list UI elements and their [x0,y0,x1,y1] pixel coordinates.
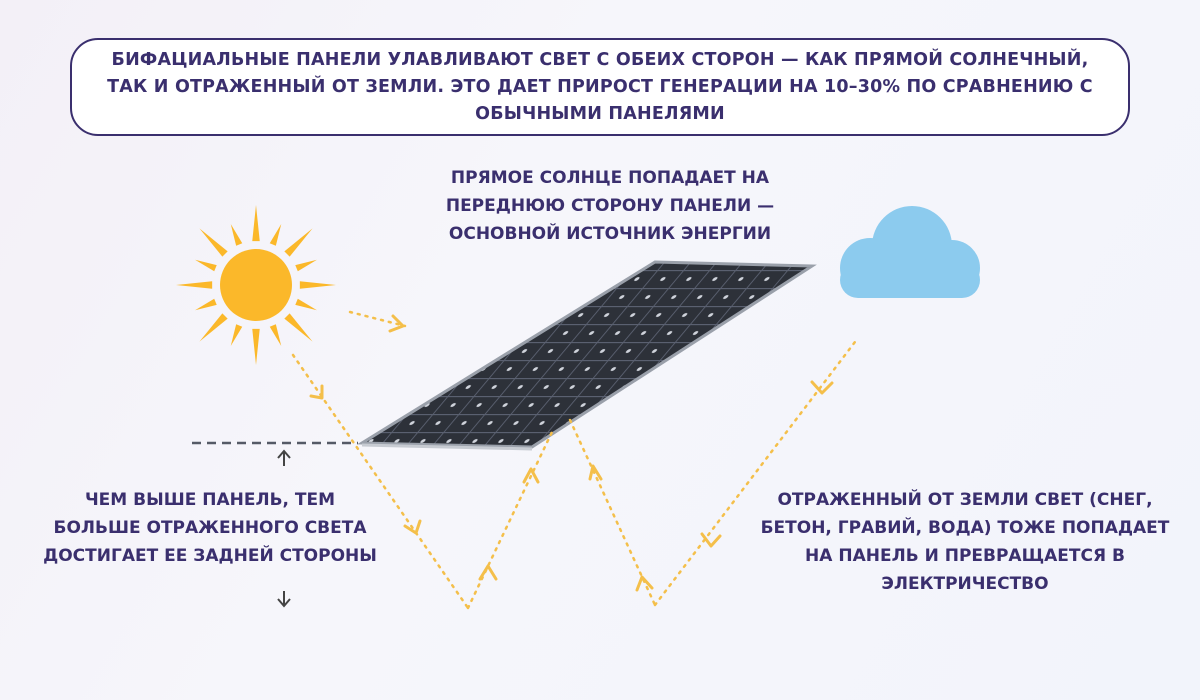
sun-ray [295,259,317,272]
arrow-down-icon [277,591,291,608]
ray-arrow-up [522,467,540,484]
ray-arrow-up [588,464,603,481]
sun-ray [176,281,213,289]
sun-ray [199,228,228,257]
ray-arrow-down [700,532,722,548]
ground-reflection-label: ОТРАЖЕННЫЙ ОТ ЗЕМЛИ СВЕТ (СНЕГ, БЕТОН, Г… [760,490,1170,594]
sun-ray [195,298,217,311]
ray-arrow-up [635,575,654,592]
sun-ray [199,313,228,342]
cloud-icon [840,206,980,298]
info-banner: БИФАЦИАЛЬНЫЕ ПАНЕЛИ УЛАВЛИВАЮТ СВЕТ С ОБ… [70,38,1130,136]
sun-ray [230,324,243,346]
sun-ray [252,328,260,365]
panel-height-label: ЧЕМ ВЫШЕ ПАНЕЛЬ, ТЕМ БОЛЬШЕ ОТРАЖЕННОГО … [43,490,377,566]
sun-ray [195,259,217,272]
sun-ray [284,228,313,257]
arrow-up-icon [277,449,291,466]
ray-arrow-up [478,564,498,581]
sun-ray [230,224,243,246]
sun-ray [284,313,313,342]
sun-ray [252,205,260,242]
ray-arrow-down [403,519,422,535]
ray-arrow-direct [388,314,405,333]
sun-ray [269,224,282,246]
solar-panel-icon [356,260,817,451]
sun-icon [176,205,336,365]
ray-arrow-down [810,380,834,395]
sun-ray [299,281,336,289]
sun-ray [295,298,317,311]
light-rays [291,310,860,610]
sun-ray [269,324,282,346]
banner-text: БИФАЦИАЛЬНЫЕ ПАНЕЛИ УЛАВЛИВАЮТ СВЕТ С ОБ… [107,49,1093,124]
ray-arrow-down [309,384,324,400]
direct-sun-label: ПРЯМОЕ СОЛНЦЕ ПОПАДАЕТ НА ПЕРЕДНЮЮ СТОРО… [445,168,775,244]
